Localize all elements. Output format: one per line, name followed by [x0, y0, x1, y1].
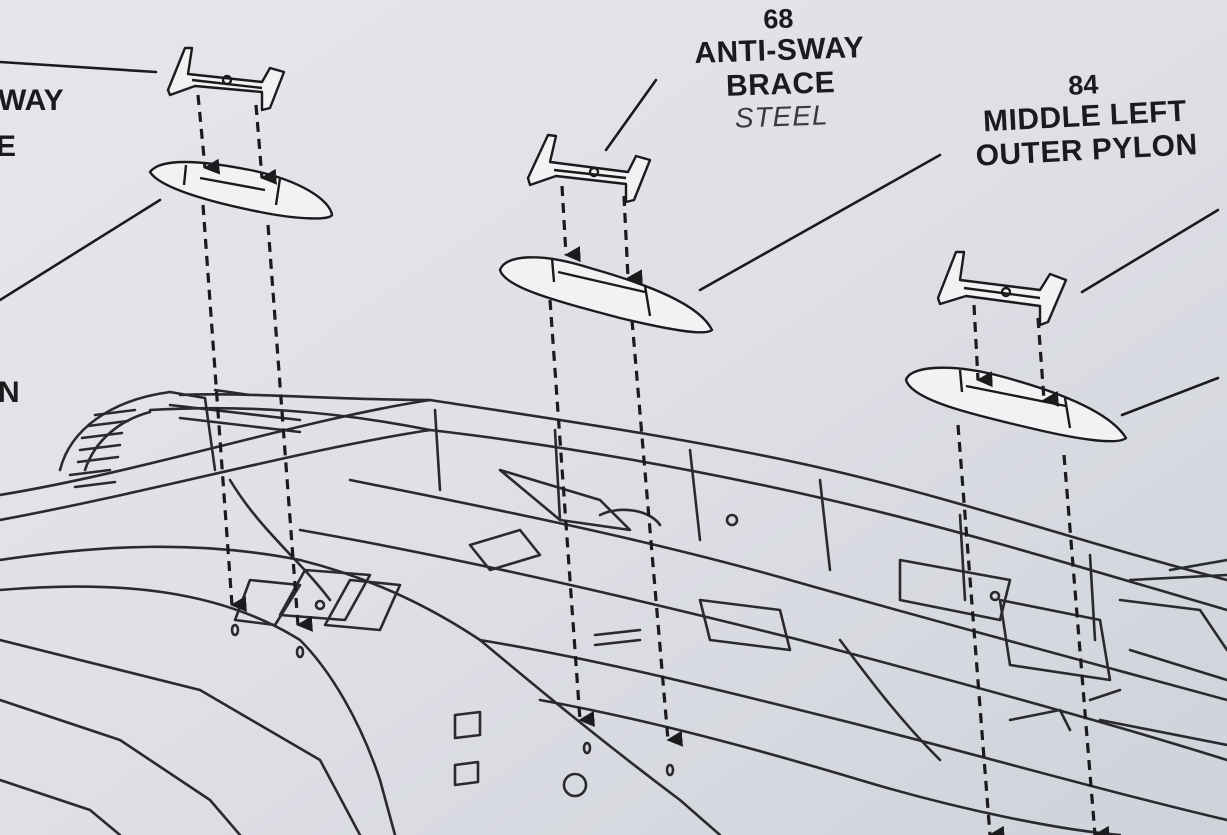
brace-part-right	[936, 250, 1068, 327]
leader-lines	[0, 60, 1220, 417]
brace-part-left	[166, 46, 286, 112]
pylon-part-center	[498, 256, 714, 334]
callout-anti-sway-brace: 68 ANTI-SWAY BRACE STEEL	[660, 0, 900, 137]
callout-middle-left-outer-pylon: 84 MIDDLE LEFT OUTER PYLON	[933, 62, 1227, 175]
wing-drawing	[0, 388, 1227, 835]
cropped-label-fragment: WAY	[0, 84, 64, 117]
cropped-label-fragment: E	[0, 130, 17, 163]
cropped-label-fragment: N	[0, 376, 20, 409]
brace-part-center	[526, 133, 652, 204]
assembly-arrows	[196, 94, 1111, 835]
pylon-part-right	[904, 366, 1128, 443]
